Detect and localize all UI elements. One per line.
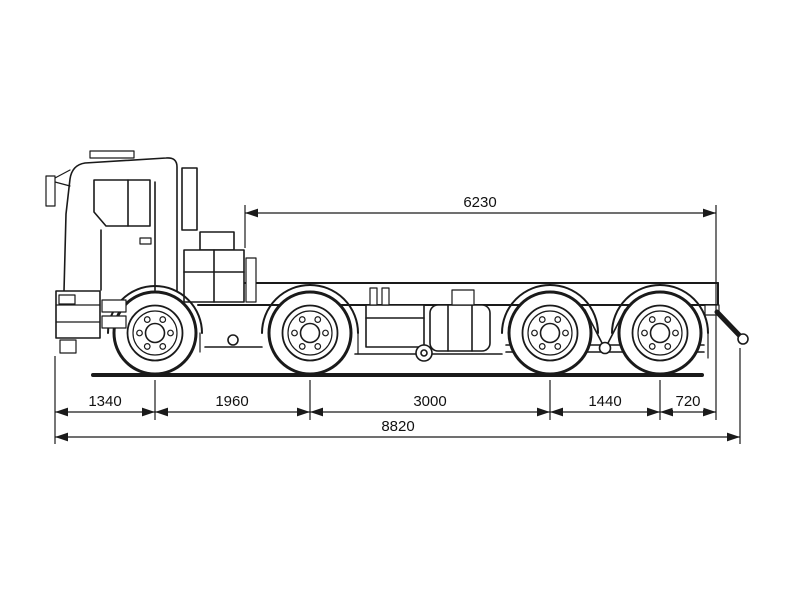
door-handle	[139, 237, 152, 245]
wheel-2	[267, 290, 353, 376]
behind-cab-equipment	[181, 167, 257, 303]
cab	[45, 150, 178, 354]
truck-body	[45, 150, 749, 377]
fenders	[107, 284, 709, 359]
bogie-pivot	[598, 341, 612, 355]
headlight	[58, 294, 76, 305]
dimension-label-axle1-axle2: 1960	[212, 392, 252, 410]
front-suspension	[204, 334, 263, 348]
wheel-4	[617, 290, 703, 376]
license-plate	[59, 339, 77, 354]
transfer-case-hub	[420, 349, 428, 357]
front-bumper	[55, 290, 101, 354]
dimension-label-axle3-axle4: 1440	[585, 392, 625, 410]
rear-tow-hitch	[704, 304, 749, 345]
fuel-tank-and-boxes	[365, 287, 491, 352]
dimension-label-rear-overhang: 720	[672, 392, 704, 410]
side-window	[93, 179, 151, 227]
dimension-lines	[54, 205, 741, 444]
dimension-label-axle2-axle3: 3000	[410, 392, 450, 410]
cab-steps	[101, 299, 127, 329]
wheel-3	[507, 290, 593, 376]
dimension-label-overall-length: 8820	[378, 417, 418, 435]
roof-marker-lights	[89, 150, 135, 159]
dimension-label-front-overhang: 1340	[85, 392, 125, 410]
mirror	[45, 175, 56, 207]
transfer-case	[415, 344, 433, 362]
dimension-label-top-span: 6230	[460, 193, 500, 211]
